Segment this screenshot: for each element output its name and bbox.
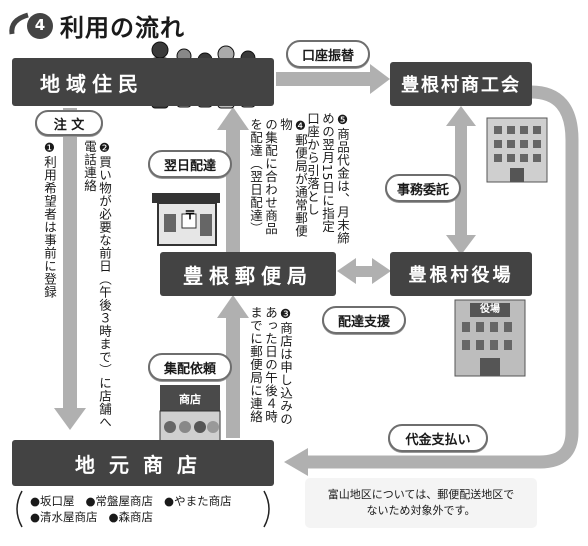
delegation-arrow-up [446,106,476,126]
delegation-arrow-body [455,120,467,240]
step-4-line-3: を配達（翌日配達） [248,118,263,235]
step-4: ❹郵便局が通常郵便物の集配に合わせ商品を配達（翌日配達） [248,118,308,248]
note-line-2: ないため対象外です。 [366,504,476,517]
note-box-bg [305,478,537,528]
shop-list-item: ●森商店 [108,510,154,524]
step-4-line-1: 郵便局が通常郵便物 [278,118,308,238]
delivery-support-label: 配達支援 [322,306,406,334]
shop-list-right-paren [263,490,270,528]
shop-list-item: ●坂口屋 [30,494,75,508]
local-shops-box: 地元商店 [12,440,274,486]
step-number: 4 [34,16,46,34]
shop-list: ●坂口屋 ●常盤屋商店 ●やまた商店 ●清水屋商店 ●森商店 [30,493,270,525]
support-arrow-body [352,266,376,277]
shop-list-item: ●清水屋商店 [30,510,98,524]
transfer-arrow-head [370,64,390,94]
step-2-text: 買い物が必要な前日（午後３時まで）に店舗へ電話連絡 [82,140,112,429]
collection-arrow-body [226,312,240,438]
shop-list-row-1: ●坂口屋 ●常盤屋商店 ●やまた商店 [30,493,270,509]
header-swoosh [9,12,29,35]
chamber-building-icon [486,117,548,183]
post-symbol: 〒 [183,208,196,222]
post-office-box: 豊根郵便局 [160,252,336,296]
collection-arrow-head [217,295,249,318]
shop-list-item: ●常盤屋商店 [85,494,154,508]
step-3: ❸商店は申し込みのあった日の午後４時までに郵便局に連絡 [248,306,293,436]
shop-list-row-2: ●清水屋商店 ●森商店 [30,509,270,525]
shop-icon [159,385,221,446]
chamber-box: 豊根村商工会 [390,62,532,106]
shop-list-item: ●やまた商店 [164,494,232,508]
support-arrow-right [372,258,391,284]
payment-label: 代金支払い [388,424,488,452]
payment-loop-arrow [305,85,579,469]
payment-arrow-head [284,448,308,476]
step-5-line-2: めの翌月15日に指定 [320,112,335,233]
step-3-line-1: 商店は申し込みの [278,321,293,426]
step-1-number: ❶ [42,140,57,156]
note-line-1: 富山地区については、郵便配送地区で [327,488,515,501]
step-1-text: 利用希望者は事前に登録 [42,155,57,299]
exclusion-note: 富山地区については、郵便配送地区で ないため対象外です。 [305,487,537,519]
admin-delegation-label: 事務委託 [385,174,461,202]
step-4-line-2: の集配に合わせ商品 [263,118,278,235]
step-5: ❺商品代金は、月末締めの翌月15日に指定口座から引落とし [305,112,350,247]
step-2-number: ❷ [97,140,112,156]
order-arrow-body [63,108,77,413]
residents-box: 地域住民 [12,58,274,106]
step-4-number: ❹ [293,118,308,134]
order-label: 注 文 [35,110,103,136]
step-number-circle [27,13,53,39]
next-day-arrow-head [217,107,249,130]
step-3-number: ❸ [278,306,293,322]
next-day-arrow-body [226,125,240,255]
post-office-building-icon [152,193,220,246]
step-5-number: ❺ [335,112,350,128]
step-5-line-3: 口座から引落とし [305,112,320,216]
next-day-label: 翌日配達 [148,150,232,178]
step-1: ❶利用希望者は事前に登録 [42,140,57,300]
village-office-box: 豊根村役場 [390,252,532,296]
step-3-line-3: までに郵便局に連絡 [248,306,263,423]
transfer-arrow-body [276,72,376,86]
shop-list-left-paren [16,490,23,528]
step-2: ❷買い物が必要な前日（午後３時まで）に店舗へ電話連絡 [82,140,112,432]
delegation-arrow-down [446,235,476,255]
order-arrow-head [54,408,86,430]
office-sign: 役場 [470,303,510,317]
support-arrow-left [337,258,356,284]
page-title: 利用の流れ [60,14,185,42]
account-transfer-label: 口座振替 [286,40,370,68]
shop-sign: 商店 [179,393,201,406]
step-5-line-1: 商品代金は、月末締 [335,127,350,245]
collection-request-label: 集配依頼 [148,353,232,381]
step-3-line-2: あった日の午後４時 [263,306,278,423]
